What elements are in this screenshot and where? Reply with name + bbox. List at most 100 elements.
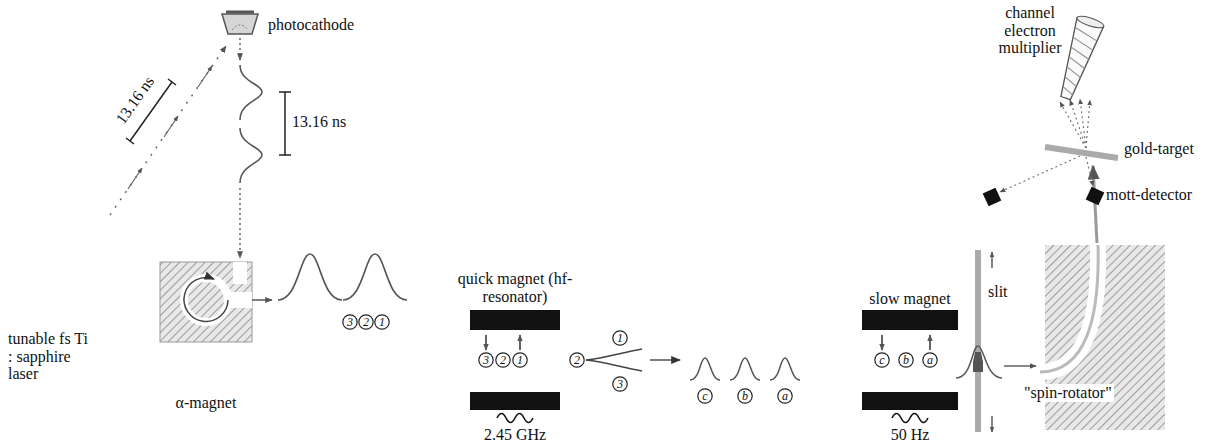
callout-letter: b: [898, 352, 914, 368]
photocathode-icon: [222, 14, 258, 34]
laser-beam: [110, 46, 226, 215]
period-bracket: [279, 91, 291, 93]
electron-multiplier: [1063, 77, 1078, 87]
scattered-electrons: [1086, 100, 1090, 148]
circled-marker: 1: [612, 330, 628, 346]
electron-multiplier: [1061, 87, 1074, 95]
callout-letter: 3: [612, 376, 628, 392]
mott-detector-icon: [983, 188, 1002, 207]
scattered-electrons: [1086, 157, 1093, 186]
callout-letter: 1: [512, 352, 528, 368]
circle-outline: [570, 353, 584, 367]
circled-marker: c: [697, 388, 713, 404]
laser-beam: [110, 46, 226, 215]
circle-outline: [613, 377, 627, 391]
callout-letter: 1: [612, 330, 628, 346]
part-label: 13.16 ns: [112, 73, 158, 128]
quick-magnet: [470, 310, 560, 330]
slow-magnet: [881, 335, 882, 350]
part-label: quick magnet (hf-resonator): [450, 270, 580, 305]
callout-letter: c: [874, 352, 890, 368]
callout-letter: b: [737, 388, 753, 404]
alpha-magnet: [184, 278, 228, 322]
part-label: gold-target: [1124, 140, 1194, 158]
part-label: photocathode: [268, 16, 354, 34]
part-label: tunable fs Ti : sapphire laser: [8, 330, 96, 383]
electron-beam: [239, 188, 241, 258]
callout-letter: a: [777, 388, 793, 404]
callout-letter: a: [922, 352, 938, 368]
mott-detector-icon: [1086, 187, 1105, 206]
circle-outline: [923, 353, 937, 367]
slit: [991, 252, 992, 268]
circled-marker: b: [737, 388, 753, 404]
photocathode-icon: [222, 12, 258, 34]
part-label: slit: [988, 283, 1008, 301]
scattered-electrons: [1000, 156, 1080, 192]
electron-beam: [239, 38, 241, 60]
electron-multiplier: [1070, 47, 1091, 59]
photocathode-icon: [232, 25, 248, 30]
quick-magnet: [470, 310, 560, 423]
alpha-magnet: [160, 262, 252, 342]
beam-split: [586, 349, 642, 360]
slit: [956, 250, 1036, 432]
deflected-pulses: [690, 358, 720, 380]
electron-multiplier: [1065, 67, 1082, 78]
laser-beam: [128, 168, 142, 189]
photocathode-icon: [226, 11, 254, 14]
circled-marker: 2: [569, 352, 585, 368]
electron-pulses: [252, 254, 407, 300]
slit: [975, 250, 981, 432]
electron-pulses: [278, 254, 342, 300]
spin-rotator: [1040, 245, 1098, 372]
part-label: slow magnet: [869, 290, 950, 308]
beam-split: [586, 349, 680, 371]
beam-split: [586, 360, 642, 371]
electron-multiplier: [1074, 28, 1099, 41]
electron-multiplier: [1068, 57, 1087, 68]
circle-outline: [899, 353, 913, 367]
circled-marker: b: [898, 352, 914, 368]
circle-outline: [513, 353, 527, 367]
circle-outline: [778, 389, 792, 403]
quick-magnet: [519, 335, 520, 350]
electron-beam: [240, 128, 262, 183]
circled-marker: c: [874, 352, 890, 368]
alpha-magnet: [230, 292, 252, 308]
slow-magnet: [862, 310, 958, 423]
period-bracket: [126, 138, 134, 144]
part-label: 50 Hz: [891, 426, 930, 444]
circle-outline: [496, 353, 510, 367]
period-bracket: [168, 79, 176, 85]
part-label: 2.45 GHz: [484, 426, 546, 444]
part-label: 13.16 ns: [292, 113, 346, 131]
circled-marker: 3: [478, 352, 494, 368]
period-bracket: [279, 92, 291, 155]
part-label: "spin-rotator": [1022, 384, 1114, 402]
circled-marker: 3: [342, 314, 358, 330]
slit: [991, 416, 992, 432]
circle-outline: [698, 389, 712, 403]
electron-multiplier: [1072, 38, 1095, 51]
callout-letter: 3: [478, 352, 494, 368]
part-label: channel electron multiplier: [986, 4, 1074, 57]
deflected-pulses: [770, 358, 800, 380]
slow-magnet: [892, 414, 928, 423]
spin-rotator: [1040, 245, 1098, 372]
electron-pulses: [343, 254, 407, 300]
alpha-magnet: [184, 277, 228, 321]
electron-pulses: [252, 299, 272, 301]
circle-outline: [359, 315, 373, 329]
circle-outline: [738, 389, 752, 403]
slit: [956, 346, 1002, 378]
callout-letter: 2: [358, 314, 374, 330]
alpha-magnet: [160, 262, 252, 342]
circled-marker: a: [922, 352, 938, 368]
spin-rotator: [1093, 166, 1097, 243]
quick-magnet: [470, 392, 560, 410]
quick-magnet: [497, 414, 533, 423]
circled-marker: 1: [512, 352, 528, 368]
quick-magnet: [485, 335, 486, 350]
scattered-electrons: [1080, 99, 1086, 148]
